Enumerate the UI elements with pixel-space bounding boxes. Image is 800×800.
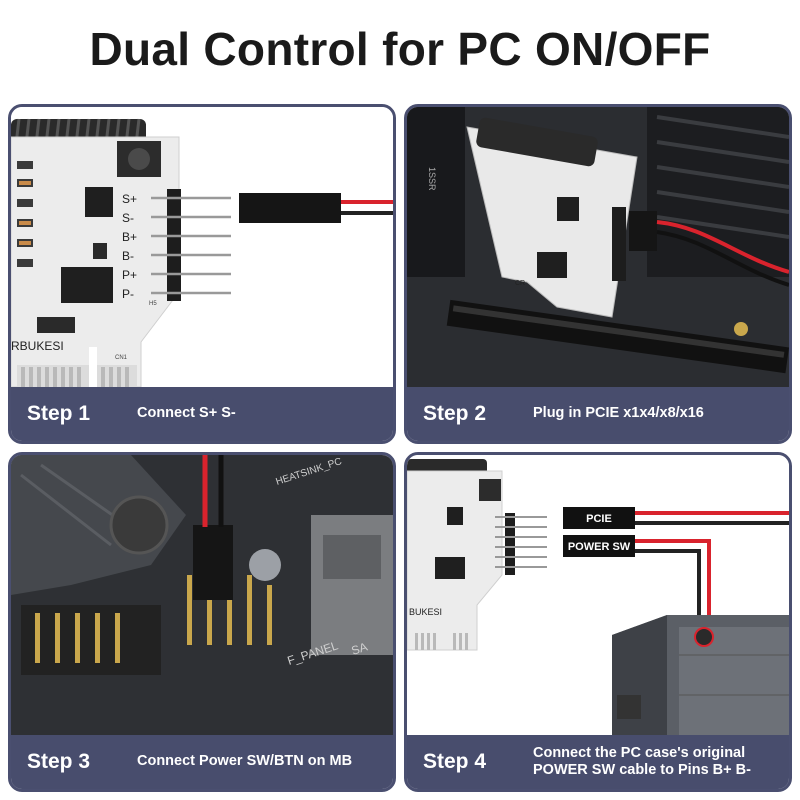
step-4-caption: Step 4 Connect the PC case's original PO… (407, 735, 789, 789)
pin-label-b-minus: B- (122, 249, 134, 263)
h-label: H5 (149, 301, 157, 307)
power-sw-cable: POWER SW (563, 535, 711, 633)
step-4-photo: BUKESI PCIE POWER SW (407, 455, 789, 735)
power-sw-connector (193, 455, 233, 600)
step-3-panel: HEATSINK_PC F_PANEL SA Step 3 Connect Po… (8, 452, 396, 792)
step-3-label: Step 3 (27, 750, 91, 773)
step-2-caption: Step 2 Plug in PCIE x1x4/x8/x16 (407, 387, 789, 441)
step-1-panel: RBUKESI CN1 H5 S+ S- B+ B- P+ P- (8, 104, 396, 444)
dupont-cable (239, 193, 393, 223)
cn-label: CN1 (115, 355, 128, 361)
svg-text:1SSR: 1SSR (427, 167, 437, 191)
sa-silkscreen: SA (350, 640, 370, 658)
step-3-photo: HEATSINK_PC F_PANEL SA (11, 455, 393, 735)
power-sw-cable-label: POWER SW (568, 541, 631, 553)
step-2-desc: Plug in PCIE x1x4/x8/x16 (533, 405, 704, 422)
step-2-panel: 1SSR CR Step 2 Plug in PCIE x1x (404, 104, 792, 444)
front-panel-header-illustration: HEATSINK_PC F_PANEL SA (11, 455, 393, 735)
power-button-icon (694, 627, 714, 647)
step-1-photo: RBUKESI CN1 H5 S+ S- B+ B- P+ P- (11, 107, 393, 387)
ic-chip (85, 187, 113, 217)
cr-label: CR (515, 280, 525, 287)
step-4-label: Step 4 (423, 750, 487, 773)
step-1-desc: Connect S+ S- (137, 405, 236, 422)
page-title: Dual Control for PC ON/OFF (89, 23, 711, 75)
pin-label-p-minus: P- (122, 287, 134, 301)
pcie-card-illustration: RBUKESI CN1 H5 S+ S- B+ B- P+ P- (11, 107, 393, 387)
pin-label-p-plus: P+ (122, 268, 137, 282)
pin-label-s-minus: S- (122, 211, 134, 225)
step-2-label: Step 2 (423, 402, 487, 425)
pcie-cable-label: PCIE (586, 513, 612, 525)
pin-header (151, 189, 231, 301)
case-wiring-illustration: BUKESI PCIE POWER SW (407, 455, 789, 735)
header-block (21, 605, 161, 675)
pin-label-b-plus: B+ (122, 230, 137, 244)
step-4-desc-line1: Connect the PC case's original (533, 744, 746, 761)
relay-chip (61, 267, 113, 303)
step-1-label: Step 1 (27, 402, 91, 425)
motherboard-install-illustration: 1SSR CR (407, 107, 789, 387)
pc-case (612, 615, 789, 735)
step-2-photo: 1SSR CR (407, 107, 789, 387)
board-silkscreen-small: BUKESI (409, 607, 442, 617)
installed-card: CR (466, 117, 657, 318)
step-1-caption: Step 1 Connect S+ S- (11, 387, 393, 441)
pcie-cable: PCIE (563, 507, 789, 529)
board-silkscreen: RBUKESI (11, 339, 64, 353)
tact-switch (117, 141, 161, 177)
pcie-edge-connector (17, 347, 137, 387)
step-3-caption: Step 3 Connect Power SW/BTN on MB (11, 735, 393, 789)
step-4-desc-line2: POWER SW cable to Pins B+ B- (533, 762, 751, 778)
pin-label-s-plus: S+ (122, 192, 137, 206)
step-4-panel: BUKESI PCIE POWER SW (404, 452, 792, 792)
pcie-slot (446, 299, 789, 374)
step-4-desc: Connect the PC case's original POWER SW … (533, 745, 751, 780)
step-3-desc: Connect Power SW/BTN on MB (137, 753, 353, 770)
